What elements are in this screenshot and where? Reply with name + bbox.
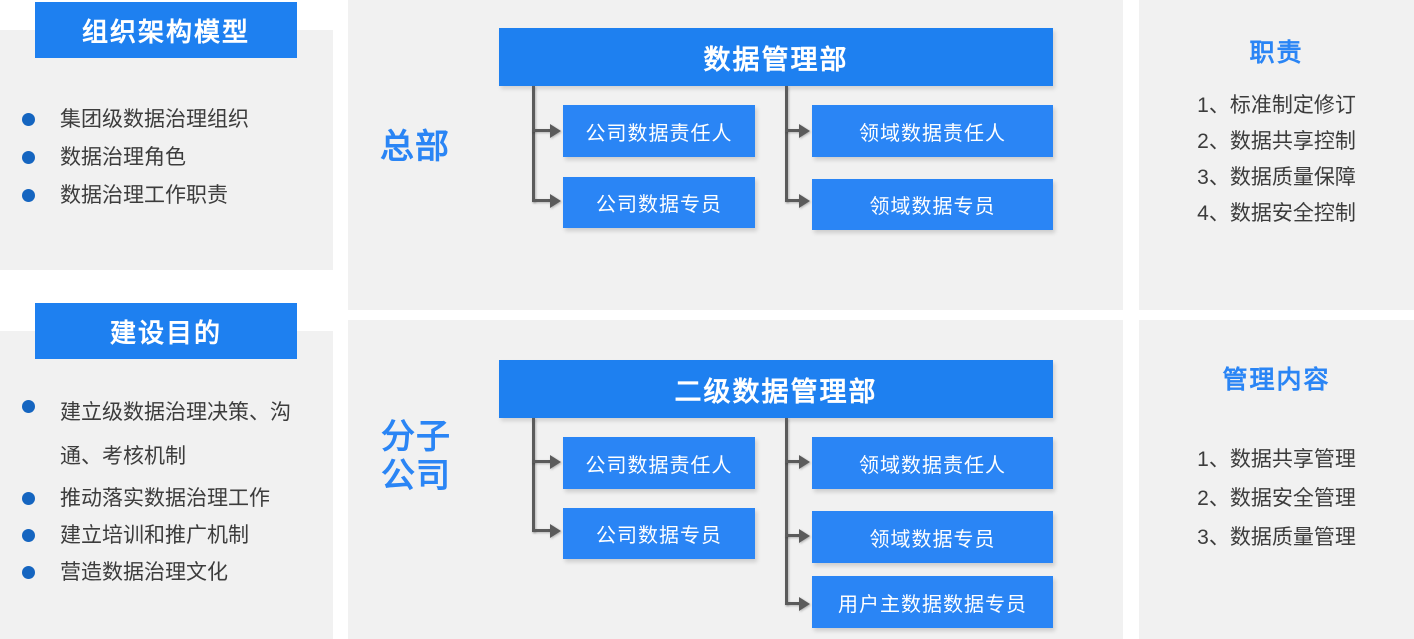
org-box-domain-data-specialist[interactable]: 领域数据专员	[812, 179, 1053, 230]
list-item: 2、数据安全管理	[1197, 487, 1356, 510]
list-item-label: 推动落实数据治理工作	[60, 487, 270, 510]
list-item: 1、标准制定修订	[1197, 94, 1356, 117]
section-2-side-label: 分子 公司	[368, 418, 464, 496]
org-box-domain-data-owner[interactable]: 领域数据责任人	[812, 437, 1053, 489]
left-panel-2-list: 建立级数据治理决策、沟通、考核机制 推动落实数据治理工作 建立培训和推广机制 营…	[22, 391, 327, 588]
section-1-side-label: 总部	[380, 128, 450, 166]
bullet-icon	[22, 189, 35, 202]
list-item: 营造数据治理文化	[22, 557, 327, 588]
list-item: 集团级数据治理组织	[22, 104, 322, 135]
org-box-company-data-specialist[interactable]: 公司数据专员	[563, 177, 755, 228]
left-panel-1-header: 组织架构模型	[35, 2, 297, 58]
connector-line-horizontal	[785, 460, 805, 463]
list-item-label: 建立级数据治理决策、沟通、考核机制	[60, 401, 291, 468]
right-panel-1-list: 1、标准制定修订 2、数据共享控制 3、数据质量保障 4、数据安全控制	[1139, 88, 1414, 232]
connector-line-horizontal	[532, 460, 556, 463]
list-item: 数据治理角色	[22, 142, 322, 173]
list-item: 推动落实数据治理工作	[22, 483, 327, 514]
list-item-label: 数据治理工作职责	[60, 184, 228, 207]
right-panel-management-content	[1139, 320, 1414, 639]
connector-line-vertical	[785, 418, 788, 605]
org-head-data-management-dept[interactable]: 数据管理部	[499, 28, 1053, 86]
list-item-label: 营造数据治理文化	[60, 561, 228, 584]
list-item-label: 集团级数据治理组织	[60, 108, 249, 131]
bullet-icon	[22, 492, 35, 505]
org-box-company-data-owner[interactable]: 公司数据责任人	[563, 437, 755, 489]
list-item: 建立级数据治理决策、沟通、考核机制	[22, 391, 327, 479]
connector-arrow-icon	[550, 194, 561, 208]
connector-arrow-icon	[550, 455, 561, 469]
list-item: 4、数据安全控制	[1197, 202, 1356, 225]
side-label-line-1: 分子	[381, 418, 451, 456]
right-panel-2-list: 1、数据共享管理 2、数据安全管理 3、数据质量管理	[1139, 440, 1414, 557]
list-item-label: 建立培训和推广机制	[60, 524, 249, 547]
connector-line-horizontal	[785, 129, 805, 132]
connector-arrow-icon	[799, 124, 810, 138]
connector-line-horizontal	[785, 199, 805, 202]
bullet-icon	[22, 400, 35, 413]
org-head-secondary-data-management-dept[interactable]: 二级数据管理部	[499, 360, 1053, 418]
connector-arrow-icon	[799, 194, 810, 208]
left-panel-1-list: 集团级数据治理组织 数据治理角色 数据治理工作职责	[22, 104, 322, 211]
connector-line-vertical	[785, 86, 788, 202]
list-item: 数据治理工作职责	[22, 180, 322, 211]
connector-line-vertical	[532, 86, 535, 202]
connector-line-horizontal	[532, 529, 556, 532]
connector-arrow-icon	[799, 455, 810, 469]
org-box-user-master-data-specialist[interactable]: 用户主数据数据专员	[812, 576, 1053, 628]
org-box-domain-data-specialist[interactable]: 领域数据专员	[812, 511, 1053, 563]
list-item: 1、数据共享管理	[1197, 448, 1356, 471]
list-item: 2、数据共享控制	[1197, 130, 1356, 153]
left-panel-2-header: 建设目的	[35, 303, 297, 359]
bullet-icon	[22, 113, 35, 126]
org-box-company-data-specialist[interactable]: 公司数据专员	[563, 508, 755, 559]
right-panel-1-title: 职责	[1249, 39, 1304, 67]
connector-arrow-icon	[799, 529, 810, 543]
list-item: 3、数据质量保障	[1197, 166, 1356, 189]
connector-line-horizontal	[532, 129, 556, 132]
connector-arrow-icon	[550, 524, 561, 538]
list-item-label: 数据治理角色	[60, 146, 186, 169]
bullet-icon	[22, 151, 35, 164]
list-item: 3、数据质量管理	[1197, 526, 1356, 549]
right-panel-2-title: 管理内容	[1222, 366, 1331, 394]
bullet-icon	[22, 566, 35, 579]
connector-arrow-icon	[550, 124, 561, 138]
side-label-line-2: 公司	[381, 457, 451, 495]
org-box-company-data-owner[interactable]: 公司数据责任人	[563, 105, 755, 157]
left-panel-build-purpose	[0, 331, 333, 639]
connector-line-horizontal	[532, 199, 556, 202]
list-item: 建立培训和推广机制	[22, 520, 327, 551]
right-panel-responsibilities	[1139, 0, 1414, 310]
connector-line-horizontal	[785, 534, 805, 537]
bullet-icon	[22, 529, 35, 542]
connector-arrow-icon	[799, 597, 810, 611]
org-box-domain-data-owner[interactable]: 领域数据责任人	[812, 105, 1053, 157]
connector-line-vertical	[532, 418, 535, 532]
left-panel-org-model	[0, 30, 333, 270]
connector-line-horizontal	[785, 602, 805, 605]
